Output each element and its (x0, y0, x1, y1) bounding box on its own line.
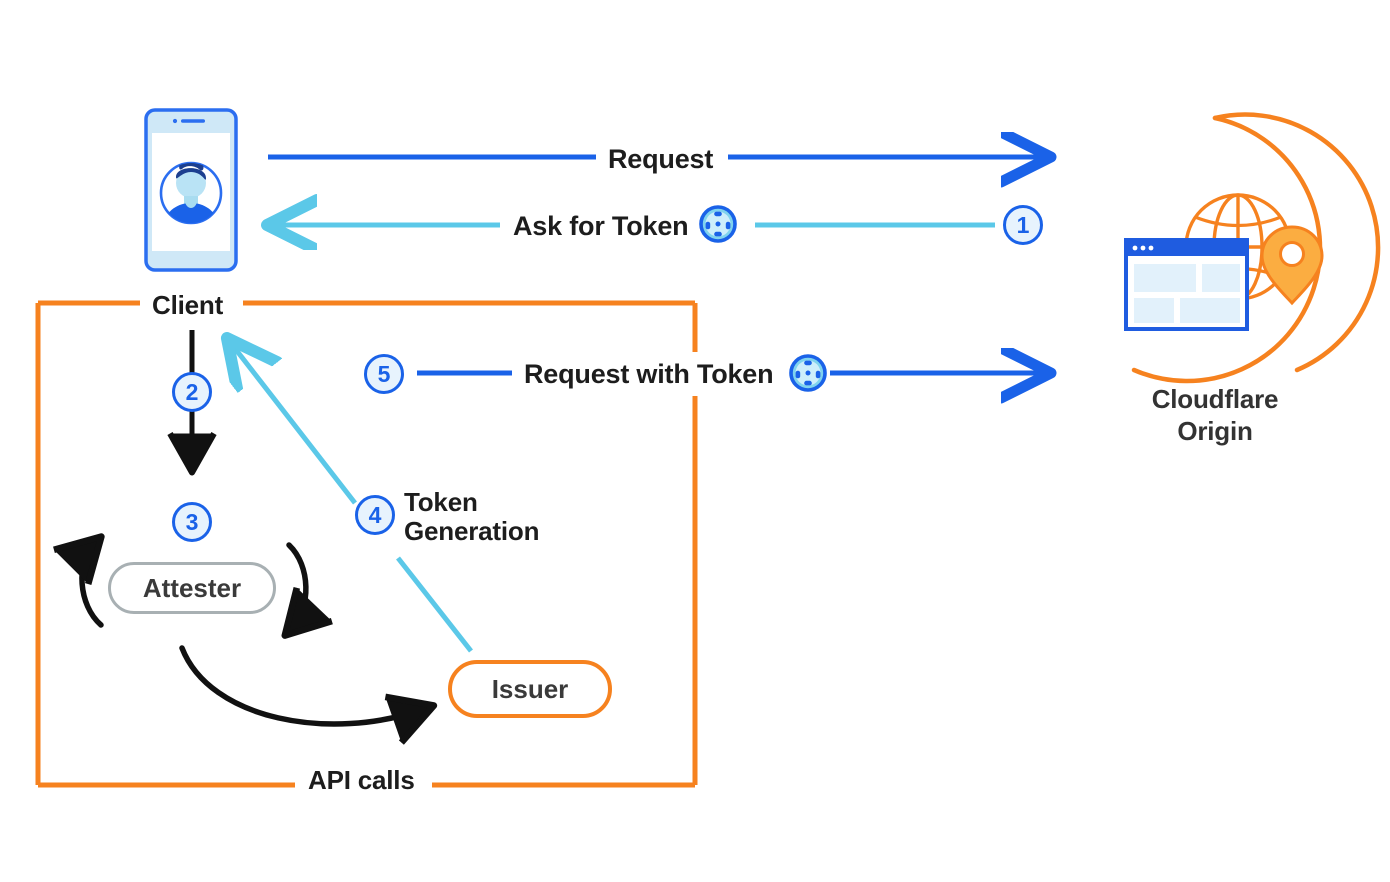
group-label-api-calls: API calls (308, 765, 415, 795)
step-number-4[interactable]: 4 (355, 495, 395, 535)
flow-token-generation-arrow (230, 342, 473, 653)
step-number-2[interactable]: 2 (172, 372, 212, 412)
token-generation-line-2: Generation (404, 516, 540, 547)
flow-label-ask-for-token: Ask for Token (513, 211, 689, 241)
attester-label: Attester (142, 572, 242, 603)
node-label-cloudflare-origin: Cloudflare Origin (1152, 384, 1279, 447)
user-avatar-icon (159, 161, 223, 225)
flow-attestation-loop-arrows (53, 533, 333, 639)
flow-label-request: Request (608, 144, 714, 174)
origin-label-line-2: Origin (1177, 415, 1253, 446)
browser-window-icon (1124, 238, 1249, 331)
step-number-3[interactable]: 3 (172, 502, 212, 542)
token-icon-request-with-token (789, 354, 827, 397)
node-attester[interactable]: Attester (108, 562, 276, 614)
flow-label-token-generation: Token Generation (404, 487, 540, 547)
map-pin-icon (1260, 225, 1324, 306)
token-generation-line-1: Token (404, 487, 478, 517)
flow-label-request-with-token: Request with Token (524, 359, 774, 389)
node-issuer[interactable]: Issuer (448, 660, 612, 718)
cloudflare-origin-icon (1124, 112, 1381, 384)
mobile-phone-icon (144, 108, 238, 272)
step-number-5[interactable]: 5 (364, 354, 404, 394)
token-icon-ask-for-token (699, 205, 737, 248)
api-calls-group-box (35, 300, 698, 788)
issuer-label: Issuer (491, 673, 569, 704)
node-label-client: Client (152, 290, 224, 320)
origin-label-line-1: Cloudflare (1151, 384, 1279, 414)
flow-attester-to-issuer-arrow (179, 645, 438, 745)
step-number-1[interactable]: 1 (1003, 205, 1043, 245)
